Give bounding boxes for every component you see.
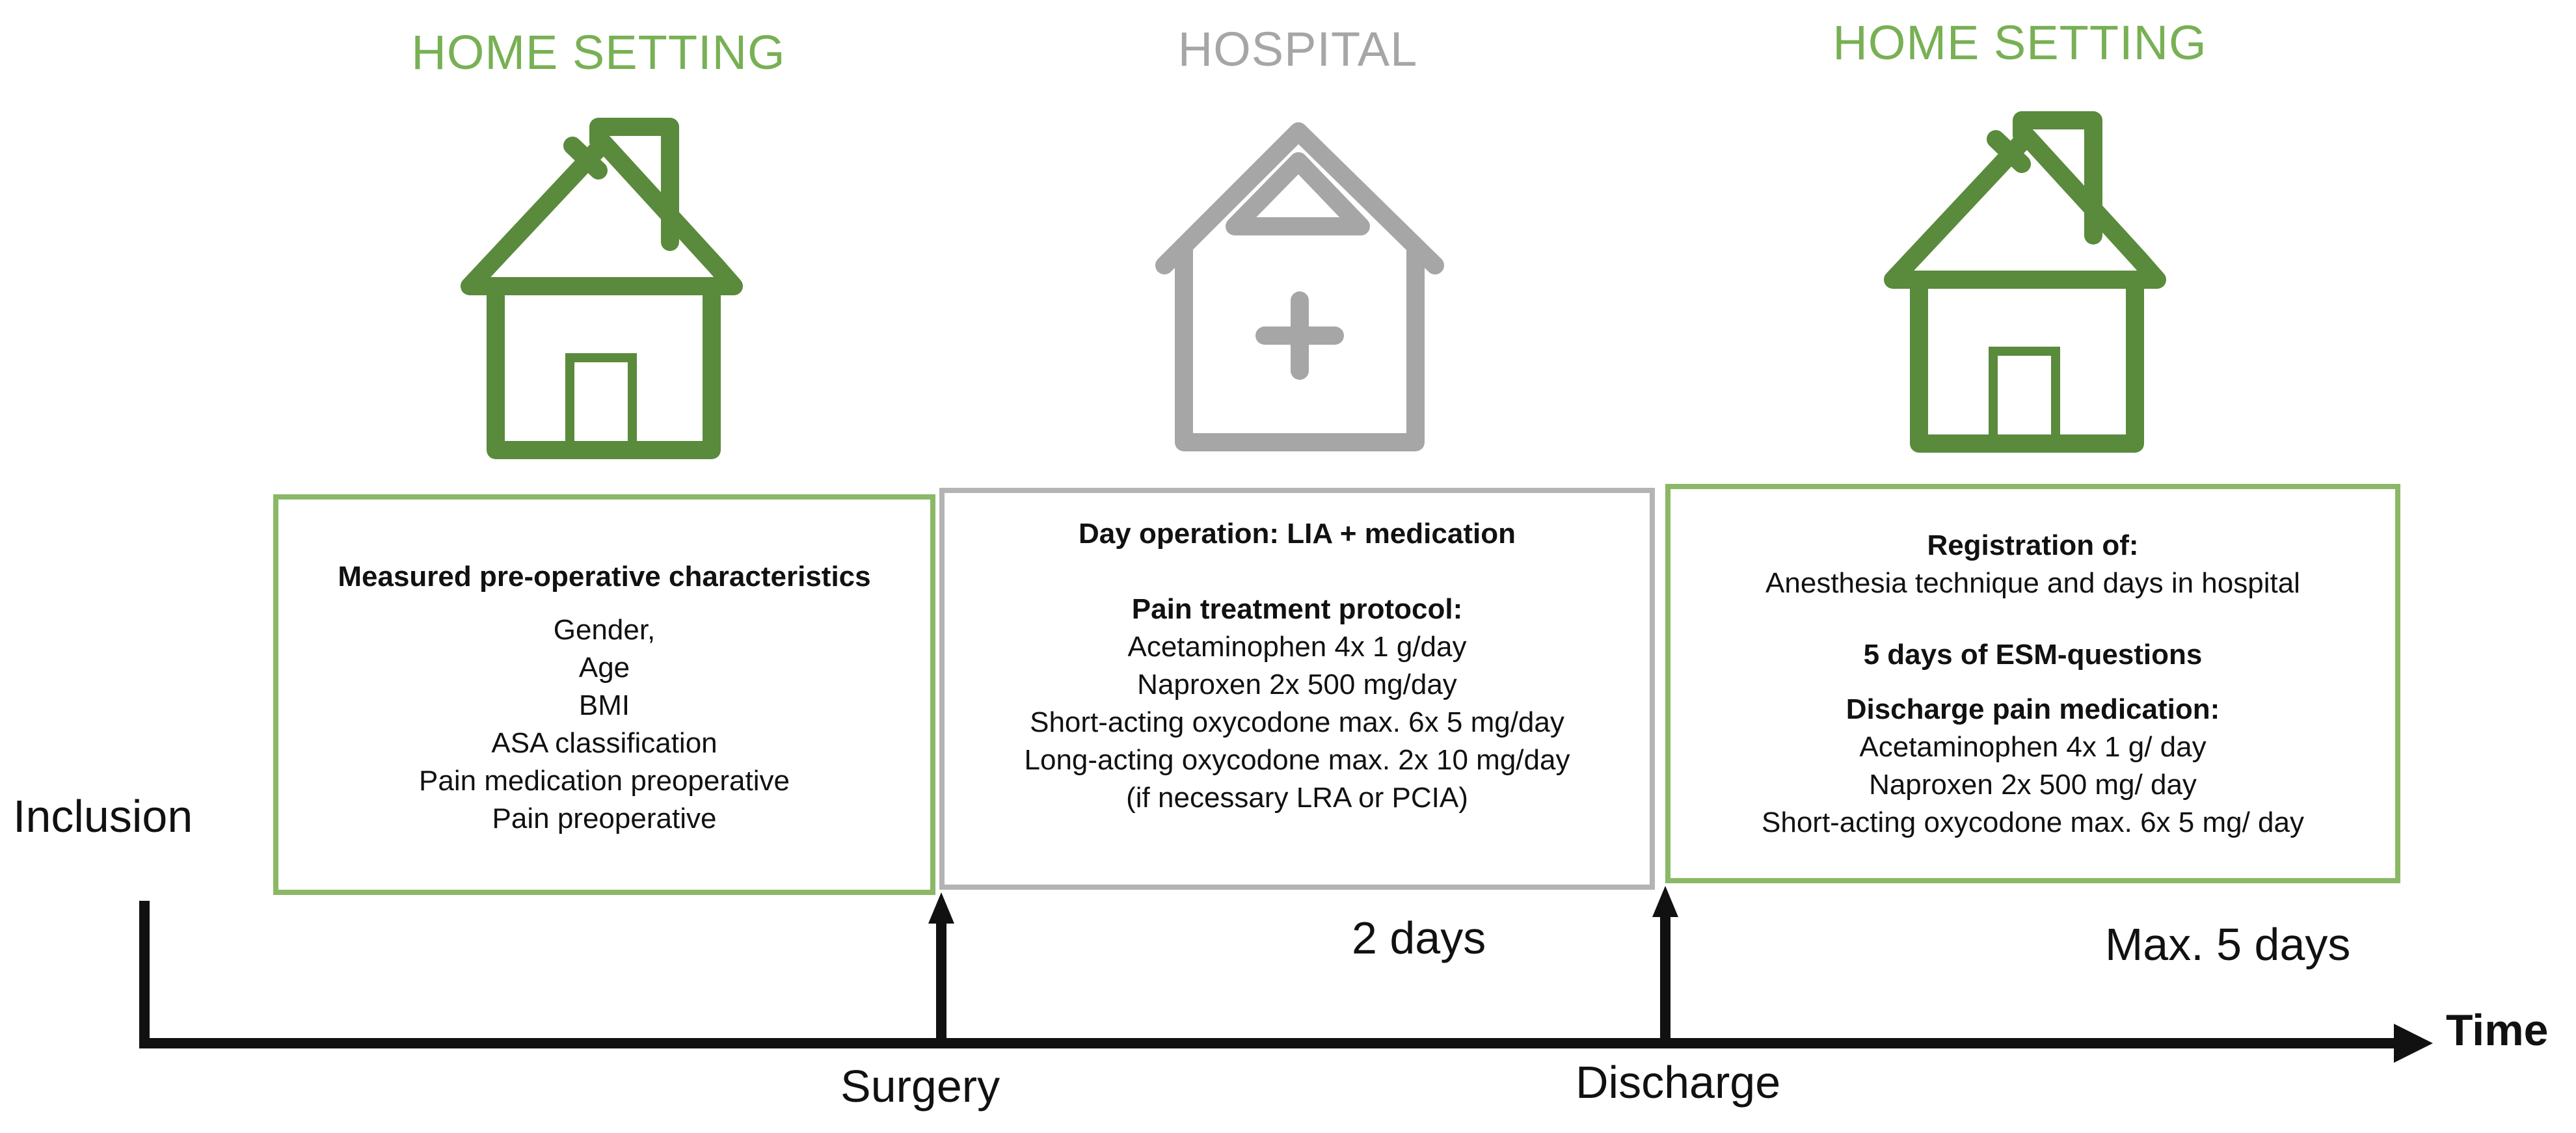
- list-item: ASA classification: [491, 727, 718, 759]
- registration-box: Registration of: Anesthesia technique an…: [1665, 484, 2400, 883]
- house-icon: [1884, 111, 2166, 453]
- heading-home-setting-right: HOME SETTING: [1832, 16, 2207, 70]
- box-title: Measured pre-operative characteristics: [338, 561, 871, 593]
- house-icon: [461, 118, 743, 459]
- list-item: Acetaminophen 4x 1 g/day: [1127, 631, 1467, 663]
- box-subtitle: Pain treatment protocol:: [1131, 593, 1463, 625]
- box-title: Day operation: LIA + medication: [1079, 518, 1516, 550]
- list-item: Naproxen 2x 500 mg/ day: [1869, 769, 2197, 801]
- list-item: BMI: [578, 689, 630, 721]
- list-item: Naproxen 2x 500 mg/day: [1137, 669, 1457, 700]
- duration-hospital: 2 days: [1352, 913, 1486, 963]
- surgery-arrowhead: [928, 892, 954, 924]
- time-axis-arrowhead: [2394, 1024, 2433, 1063]
- surgery-label: Surgery: [840, 1061, 1000, 1112]
- list-item: Short-acting oxycodone max. 6x 5 mg/day: [1030, 706, 1564, 738]
- inclusion-label: Inclusion: [13, 791, 193, 842]
- heading-hospital: HOSPITAL: [1177, 22, 1418, 76]
- box-line: Anesthesia technique and days in hospita…: [1765, 567, 2300, 599]
- list-item: Short-acting oxycodone max. 6x 5 mg/ day: [1762, 806, 2304, 838]
- duration-home: Max. 5 days: [2105, 919, 2351, 970]
- discharge-arrowhead: [1652, 886, 1678, 917]
- list-item: Pain preoperative: [492, 803, 717, 834]
- list-item: Long-acting oxycodone max. 2x 10 mg/day: [1024, 744, 1570, 776]
- box-subtitle: 5 days of ESM-questions: [1863, 639, 2203, 671]
- hospital-box: Day operation: LIA + medication Pain tre…: [939, 488, 1655, 890]
- preoperative-box: Measured pre-operative characteristics G…: [273, 494, 935, 895]
- list-item: Age: [578, 652, 630, 684]
- heading-home-setting-left: HOME SETTING: [411, 25, 786, 79]
- list-item: Pain medication preoperative: [419, 765, 790, 797]
- discharge-label: Discharge: [1576, 1057, 1781, 1108]
- list-item: Acetaminophen 4x 1 g/ day: [1859, 731, 2207, 763]
- hospital-icon: [1155, 122, 1444, 451]
- box-subtitle-2: Discharge pain medication:: [1845, 693, 2220, 725]
- time-axis-label: Time: [2446, 1006, 2549, 1055]
- list-item: (if necessary LRA or PCIA): [1126, 782, 1468, 814]
- list-item: Gender,: [553, 614, 656, 646]
- box-title: Registration of:: [1927, 529, 2139, 561]
